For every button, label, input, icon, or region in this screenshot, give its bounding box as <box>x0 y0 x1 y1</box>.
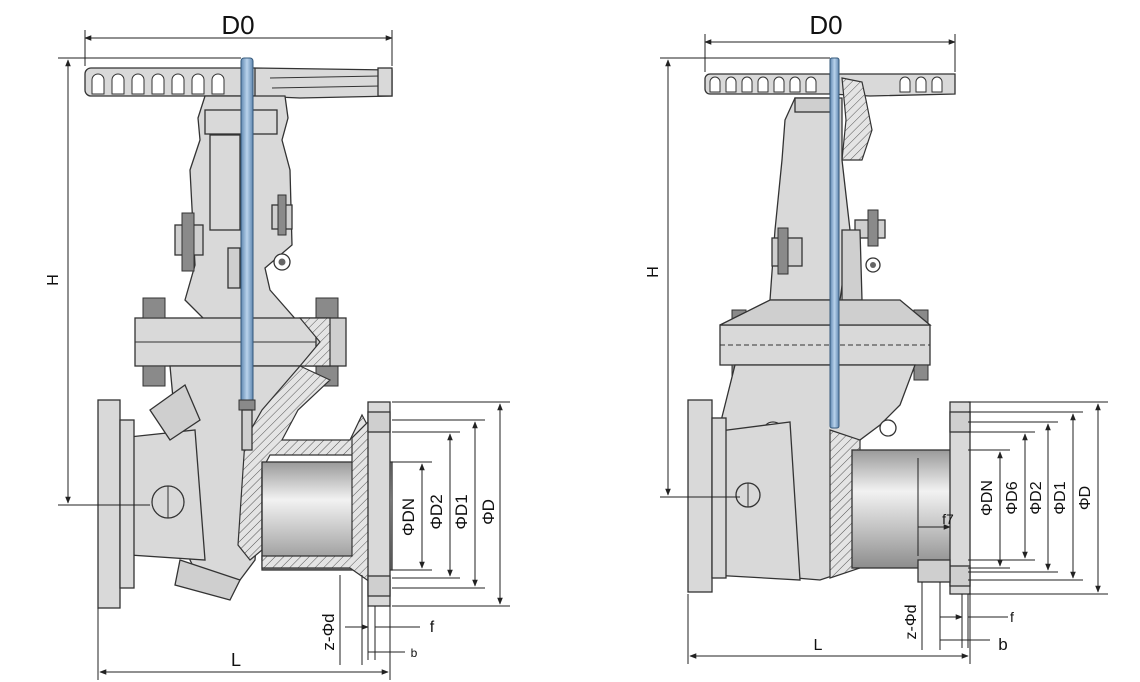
right-label-D6: ΦD6 <box>1004 481 1021 514</box>
right-label-D2: ΦD2 <box>1028 481 1045 514</box>
right-label-b: b <box>998 635 1007 654</box>
right-dimensions <box>660 34 1108 664</box>
right-label-f: f <box>1010 609 1014 625</box>
left-yoke <box>174 95 307 331</box>
left-label-b: b <box>411 646 418 660</box>
left-label-D1: ΦD1 <box>452 494 471 529</box>
right-label-D0: D0 <box>809 10 842 40</box>
left-dimensions <box>58 30 510 680</box>
left-stem <box>240 57 254 409</box>
right-label-zd: z-Φd <box>903 605 920 640</box>
left-handwheel <box>84 67 393 99</box>
left-label-f: f <box>430 619 435 636</box>
right-label-DN: ΦDN <box>979 480 996 516</box>
right-label-f7: f7 <box>942 511 954 527</box>
left-label-D: ΦD <box>479 499 498 525</box>
right-stem <box>829 57 840 429</box>
right-label-D1: ΦD1 <box>1052 481 1069 514</box>
right-bonnet-flange <box>719 299 932 381</box>
left-valve-body <box>97 365 371 609</box>
right-label-L: L <box>814 637 823 654</box>
left-label-DN: ΦDN <box>399 498 418 536</box>
left-label-D2: ΦD2 <box>427 494 446 529</box>
left-label-zd: z-Φd <box>319 613 338 650</box>
left-outlet <box>261 401 393 607</box>
right-label-H: H <box>645 266 662 278</box>
right-label-D: ΦD <box>1077 486 1094 510</box>
left-label-L: L <box>231 650 241 670</box>
right-handwheel <box>704 73 956 161</box>
right-outlet <box>829 401 971 595</box>
left-valve: D0 H L ΦDN ΦD2 ΦD1 ΦD z-Φd f b <box>45 10 510 680</box>
left-label-H: H <box>45 274 62 286</box>
right-valve-body <box>687 364 916 593</box>
right-valve: D0 H L f7 ΦDN ΦD6 ΦD2 ΦD1 ΦD z-Φd f b <box>645 10 1108 664</box>
left-label-D0: D0 <box>221 10 254 40</box>
